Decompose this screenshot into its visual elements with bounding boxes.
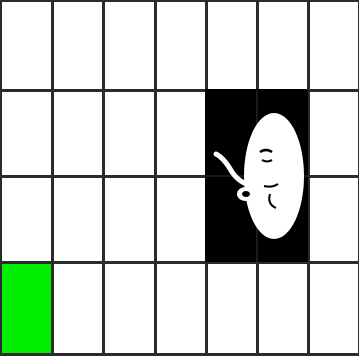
grid-cell[interactable] — [307, 0, 359, 92]
grid-cell[interactable] — [51, 175, 105, 264]
grid-cell[interactable] — [154, 175, 208, 264]
grid-cell[interactable] — [154, 89, 208, 178]
grid-cell[interactable] — [102, 175, 157, 264]
grid-cell[interactable] — [154, 261, 208, 356]
grid-cell[interactable] — [0, 0, 54, 92]
grid-cell[interactable] — [51, 89, 105, 178]
grid-cell[interactable] — [307, 261, 359, 356]
grid-cell[interactable] — [51, 0, 105, 92]
grid-cell[interactable] — [102, 261, 157, 356]
grid-cell[interactable] — [256, 261, 310, 356]
grid-cell[interactable] — [256, 0, 310, 92]
grid-cell[interactable] — [51, 261, 105, 356]
grid-cell[interactable] — [154, 0, 208, 92]
grid-cell[interactable] — [0, 175, 54, 264]
goal-cell[interactable] — [0, 261, 54, 356]
ghost-pipe-icon — [206, 90, 308, 262]
grid-cell[interactable] — [307, 175, 359, 264]
grid-cell[interactable] — [205, 0, 259, 92]
grid-cell[interactable] — [0, 89, 54, 178]
grid-cell[interactable] — [205, 261, 259, 356]
grid-cell[interactable] — [307, 89, 359, 178]
grid-cell[interactable] — [102, 0, 157, 92]
grid-cell[interactable] — [102, 89, 157, 178]
